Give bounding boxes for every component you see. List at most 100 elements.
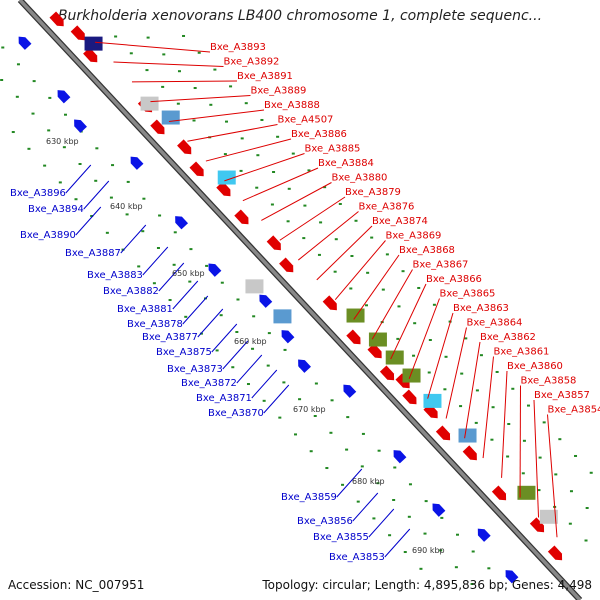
reverse-gene-arrow[interactable] xyxy=(340,382,357,398)
reverse-gene-label[interactable]: Bxe_A3855 xyxy=(313,532,369,543)
forward-gene-arrow[interactable] xyxy=(367,343,384,361)
reverse-gene-arrow[interactable] xyxy=(295,356,311,373)
ring-dot xyxy=(31,112,35,115)
forward-gene-arrow[interactable] xyxy=(491,485,509,504)
reverse-gene-label[interactable]: Bxe_A3859 xyxy=(281,492,337,503)
forward-gene-label[interactable]: Bxe_A3886 xyxy=(291,129,347,140)
forward-gene-label[interactable]: Bxe_A3857 xyxy=(534,390,590,401)
gene-block[interactable] xyxy=(385,350,404,365)
forward-gene-label[interactable]: Bxe_A3889 xyxy=(251,86,307,97)
reverse-gene-arrow[interactable] xyxy=(54,87,71,104)
forward-gene-arrow[interactable] xyxy=(83,47,100,66)
forward-gene-label[interactable]: Bxe_A3869 xyxy=(386,231,442,242)
reverse-gene-label[interactable]: Bxe_A3875 xyxy=(156,347,212,358)
forward-gene-label[interactable]: Bxe_A3862 xyxy=(480,332,536,343)
forward-gene-arrow[interactable] xyxy=(189,161,206,180)
forward-gene-arrow[interactable] xyxy=(529,517,547,535)
gene-block[interactable] xyxy=(539,509,558,524)
ring-dot xyxy=(333,270,337,273)
forward-gene-arrow[interactable] xyxy=(279,257,296,276)
forward-gene-arrow[interactable] xyxy=(402,389,419,408)
topology-text: Topology: circular; Length: 4,895,836 bp… xyxy=(262,578,592,592)
reverse-gene-label[interactable]: Bxe_A3896 xyxy=(10,188,66,199)
reverse-gene-label[interactable]: Bxe_A3887 xyxy=(65,248,121,259)
reverse-gene-arrow[interactable] xyxy=(475,526,491,542)
forward-gene-label[interactable]: Bxe_A3879 xyxy=(345,187,401,198)
reverse-gene-label[interactable]: Bxe_A3878 xyxy=(127,319,183,330)
forward-gene-label[interactable]: Bxe_A3864 xyxy=(467,318,523,329)
reverse-gene-arrow[interactable] xyxy=(205,260,222,277)
forward-gene-label[interactable]: Bxe_A3880 xyxy=(332,173,388,184)
gene-block[interactable] xyxy=(140,96,159,111)
reverse-gene-label[interactable]: Bxe_A3853 xyxy=(329,552,385,563)
reverse-gene-label[interactable]: Bxe_A3882 xyxy=(103,286,159,297)
forward-gene-label[interactable]: Bxe_A3885 xyxy=(305,144,361,155)
gene-block[interactable] xyxy=(84,36,103,51)
forward-gene-label[interactable]: Bxe_A3868 xyxy=(399,245,455,256)
reverse-gene-arrow[interactable] xyxy=(172,213,189,230)
forward-gene-label[interactable]: Bxe_A3874 xyxy=(372,216,428,227)
gene-block[interactable] xyxy=(402,368,421,383)
forward-gene-label[interactable]: Bxe_A3860 xyxy=(507,361,563,372)
reverse-gene-label[interactable]: Bxe_A3883 xyxy=(87,270,143,281)
forward-gene-arrow[interactable] xyxy=(150,119,167,138)
reverse-gene-arrow[interactable] xyxy=(502,567,519,584)
forward-gene-arrow[interactable] xyxy=(346,329,363,348)
gene-block[interactable] xyxy=(346,308,365,323)
forward-gene-arrow[interactable] xyxy=(547,545,565,564)
gene-block[interactable] xyxy=(423,393,442,408)
forward-gene-label[interactable]: Bxe_A3884 xyxy=(318,158,374,169)
gene-block[interactable] xyxy=(217,170,236,185)
reverse-gene-label[interactable]: Bxe_A3871 xyxy=(196,393,252,404)
forward-gene-arrow[interactable] xyxy=(435,425,453,444)
gene-block[interactable] xyxy=(517,485,536,500)
ring-dot xyxy=(474,421,478,424)
map-title: Burkholderia xenovorans LB400 chromosome… xyxy=(57,8,543,24)
gene-block[interactable] xyxy=(245,279,264,294)
forward-gene-label[interactable]: Bxe_A3867 xyxy=(413,260,469,271)
forward-gene-arrow[interactable] xyxy=(322,295,340,313)
reverse-gene-label[interactable]: Bxe_A3872 xyxy=(181,378,237,389)
forward-gene-label[interactable]: Bxe_A4507 xyxy=(278,115,334,126)
reverse-gene-label[interactable]: Bxe_A3890 xyxy=(20,230,76,241)
reverse-gene-arrow[interactable] xyxy=(71,116,87,133)
forward-gene-label[interactable]: Bxe_A3888 xyxy=(264,100,320,111)
forward-gene-label[interactable]: Bxe_A3865 xyxy=(440,289,496,300)
leader-line xyxy=(172,280,199,310)
forward-gene-label[interactable]: Bxe_A3893 xyxy=(210,42,266,53)
reverse-gene-label[interactable]: Bxe_A3856 xyxy=(297,516,353,527)
reverse-gene-label[interactable]: Bxe_A3870 xyxy=(208,408,264,419)
reverse-gene-arrow[interactable] xyxy=(127,154,144,170)
gene-block[interactable] xyxy=(161,110,180,125)
forward-gene-label[interactable]: Bxe_A3858 xyxy=(521,376,577,387)
forward-gene-arrow[interactable] xyxy=(177,139,194,157)
forward-gene-arrow[interactable] xyxy=(266,235,284,253)
forward-gene-arrow[interactable] xyxy=(379,365,397,384)
forward-gene-arrow[interactable] xyxy=(216,181,233,199)
forward-gene-arrow[interactable] xyxy=(234,209,251,228)
reverse-gene-label[interactable]: Bxe_A3894 xyxy=(28,204,84,215)
forward-gene-label[interactable]: Bxe_A3861 xyxy=(494,347,550,358)
forward-gene-label[interactable]: Bxe_A3863 xyxy=(453,303,509,314)
gene-block[interactable] xyxy=(273,309,292,324)
gene-block[interactable] xyxy=(368,332,387,347)
reverse-gene-arrow[interactable] xyxy=(15,34,32,50)
ring-dot xyxy=(346,416,350,419)
reverse-gene-arrow[interactable] xyxy=(256,292,273,308)
forward-gene-label[interactable]: Bxe_A3854 xyxy=(548,405,600,416)
reverse-gene-arrow[interactable] xyxy=(390,447,407,464)
forward-gene-label[interactable]: Bxe_A3891 xyxy=(237,71,293,82)
ring-dot xyxy=(542,421,546,424)
reverse-gene-arrow[interactable] xyxy=(278,327,295,344)
forward-gene-label[interactable]: Bxe_A3876 xyxy=(359,202,415,213)
reverse-gene-label[interactable]: Bxe_A3877 xyxy=(142,332,198,343)
reverse-gene-arrow[interactable] xyxy=(429,500,446,517)
reverse-gene-label[interactable]: Bxe_A3881 xyxy=(117,304,173,315)
forward-gene-label[interactable]: Bxe_A3866 xyxy=(426,274,482,285)
forward-gene-arrow[interactable] xyxy=(49,11,66,30)
gene-block[interactable] xyxy=(458,428,477,443)
forward-gene-label[interactable]: Bxe_A3892 xyxy=(224,57,280,68)
forward-gene-arrow[interactable] xyxy=(70,25,88,43)
reverse-gene-label[interactable]: Bxe_A3873 xyxy=(167,364,223,375)
forward-gene-arrow[interactable] xyxy=(462,445,480,463)
